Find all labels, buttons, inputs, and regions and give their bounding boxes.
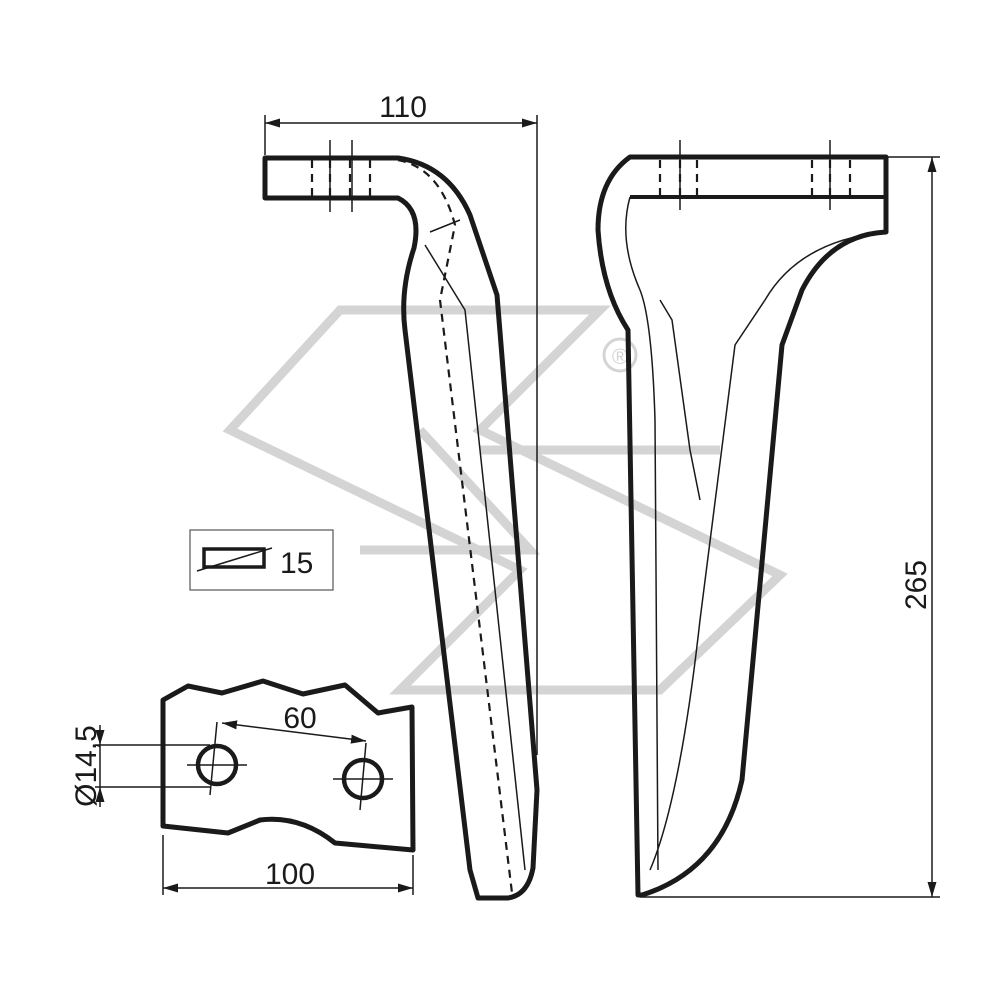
hole-diameter-label: Ø14,5 [70, 725, 103, 807]
dimension-label-110: 110 [379, 91, 427, 124]
hole-spacing-label: 60 [283, 702, 316, 735]
watermark-logo: ® [222, 305, 788, 695]
front-view-blade [595, 140, 889, 898]
dimension-height: 265 [640, 156, 940, 898]
dimension-width: 110 [264, 91, 538, 755]
dimension-label-265: 265 [900, 560, 933, 610]
registered-mark: ® [612, 344, 628, 369]
thickness-label: 15 [280, 547, 313, 580]
side-view-blade [262, 140, 540, 901]
registered-mark-icon [602, 337, 638, 373]
plate-width-label: 100 [265, 858, 315, 891]
flat-bar-icon [202, 547, 266, 569]
thickness-callout: 15 [189, 529, 334, 591]
mounting-plate: 60 Ø14,5 100 [70, 678, 416, 895]
